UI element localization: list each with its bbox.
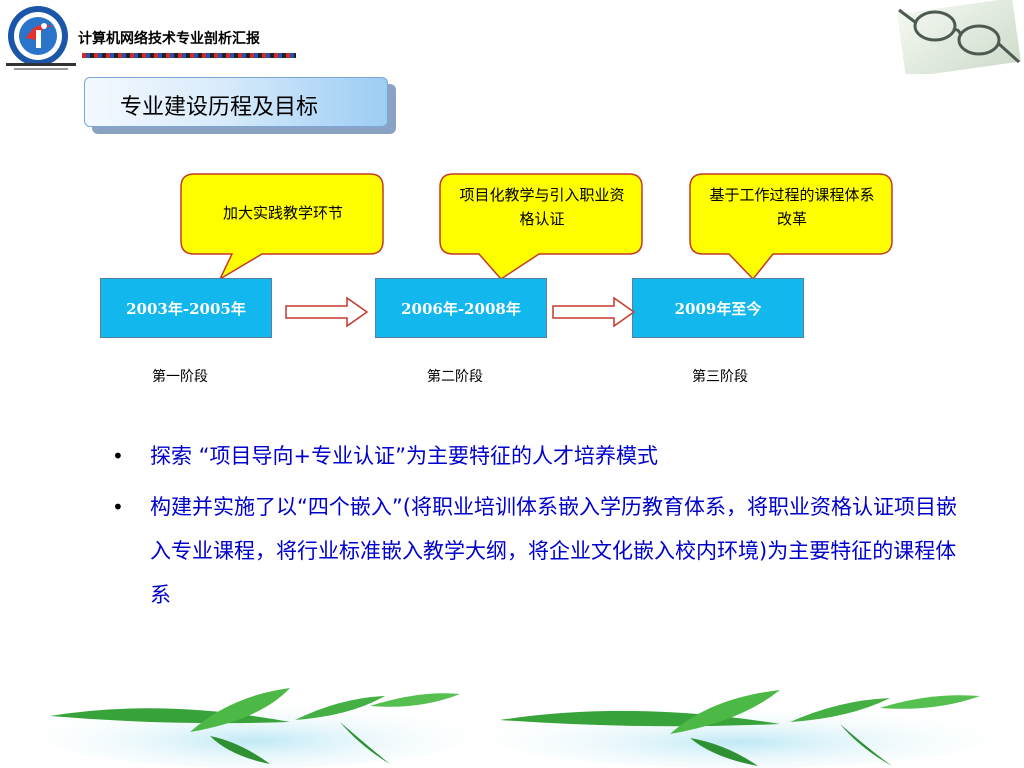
logo-caption-graphic xyxy=(6,63,76,70)
section-title: 专业建设历程及目标 xyxy=(120,95,319,120)
callout-bubble-2 xyxy=(439,173,643,280)
header-stripe-decoration xyxy=(82,53,296,58)
eyeglasses-icon xyxy=(897,0,1021,74)
timeline-period-2: 2006年-2008年 xyxy=(375,278,547,338)
right-arrow-icon xyxy=(285,296,369,328)
bamboo-leaves-icon xyxy=(40,688,470,768)
stage-label-2: 第二阶段 xyxy=(427,369,483,385)
callout-bubble-1 xyxy=(180,173,384,281)
bullet-dot: • xyxy=(112,495,124,519)
bullet-dot: • xyxy=(112,444,124,468)
right-arrow-icon xyxy=(552,296,636,328)
stage-label-1: 第一阶段 xyxy=(152,369,208,385)
timeline-period-3: 2009年至今 xyxy=(632,278,804,338)
stage-label-3: 第三阶段 xyxy=(692,369,748,385)
bullet-text-1: 探索 “项目导向+专业认证”为主要特征的人才培养模式 xyxy=(150,444,659,468)
section-title-box xyxy=(84,77,388,127)
bullet-text-2: 构建并实施了以“四个嵌入”(将职业培训体系嵌入学历教育体系，将职业资格认证项目嵌… xyxy=(150,495,957,607)
callout-bubble-3 xyxy=(689,173,893,281)
callout-text-1: 加大实践教学环节 xyxy=(222,204,343,222)
bamboo-leaves-icon xyxy=(490,690,990,768)
header-title: 计算机网络技术专业剖析汇报 xyxy=(78,31,260,47)
callout-text-3: 基于工作过程的课程体系改革 xyxy=(709,186,875,228)
callout-text-2: 项目化教学与引入职业资格认证 xyxy=(459,186,625,228)
timeline-period-1: 2003年-2005年 xyxy=(100,278,272,338)
school-logo-icon xyxy=(8,6,68,66)
